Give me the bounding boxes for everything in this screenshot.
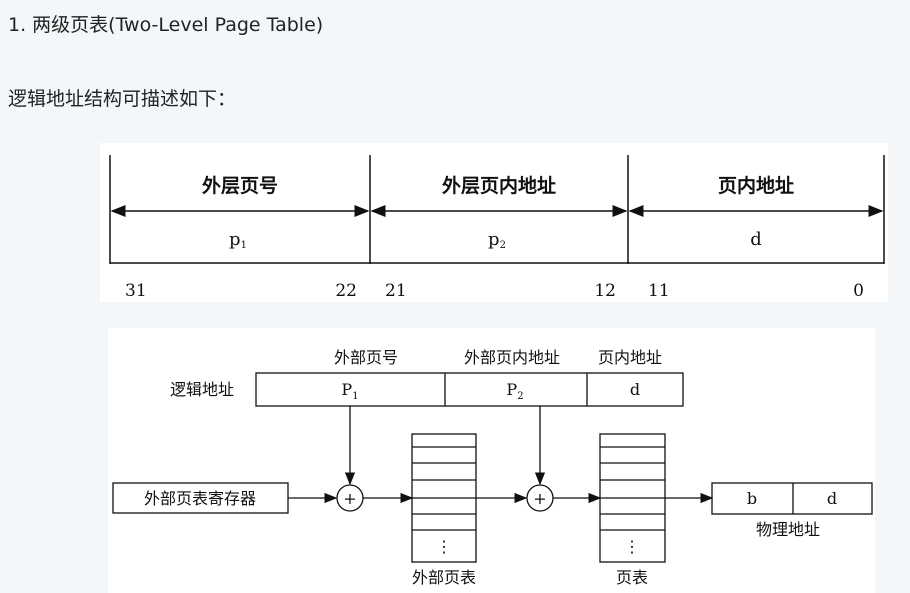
outer-page-table-register: 外部页表寄存器 — [144, 489, 256, 508]
field-label-outer-page: 外层页号 — [202, 174, 278, 197]
bit-12: 12 — [594, 281, 616, 301]
physical-address-label: 物理地址 — [756, 520, 820, 539]
adder-1: + — [343, 489, 356, 508]
label-page-offset: 页内地址 — [598, 348, 662, 367]
page-table-ellipsis: ⋮ — [624, 537, 640, 556]
bit-31: 31 — [125, 281, 147, 301]
bit-22: 22 — [335, 281, 357, 301]
label-outer-page-offset: 外部页内地址 — [464, 348, 560, 367]
field-symbol-p2: p — [488, 229, 500, 250]
field-sub: 1 — [352, 391, 358, 402]
svg-text:p1: p1 — [229, 229, 247, 251]
field-sub: 2 — [517, 391, 523, 402]
field-symbol-d: d — [750, 229, 762, 250]
translation-diagram: 外部页号 外部页内地址 页内地址 逻辑地址 — [108, 328, 875, 593]
bit-0: 0 — [853, 281, 864, 301]
label-outer-page-number: 外部页号 — [334, 348, 398, 367]
bit-11: 11 — [648, 281, 670, 301]
field-symbol-p1: p — [229, 229, 241, 250]
physical-frame-b: b — [747, 489, 757, 508]
section-heading: 1. 两级页表(Two-Level Page Table) — [8, 14, 324, 36]
field-sub: 2 — [500, 240, 506, 251]
svg-text:P2: P2 — [506, 380, 523, 402]
outer-table-ellipsis: ⋮ — [436, 537, 452, 556]
intro-text: 逻辑地址结构可描述如下： — [8, 88, 237, 110]
address-format-diagram: 外层页号 外层页内地址 页内地址 p1 p2 d 31 22 21 12 11 … — [100, 143, 888, 302]
field-label-outer-offset: 外层页内地址 — [442, 174, 556, 197]
field-sub: 1 — [241, 240, 247, 251]
field-label-offset: 页内地址 — [718, 174, 794, 197]
physical-offset-d: d — [827, 489, 837, 508]
label-logical-address: 逻辑地址 — [170, 380, 234, 399]
bit-21: 21 — [385, 281, 407, 301]
adder-2: + — [533, 489, 546, 508]
page-table-label: 页表 — [616, 568, 648, 587]
svg-text:P1: P1 — [341, 380, 358, 402]
logical-field-p1: P — [341, 380, 352, 399]
outer-page-table-label: 外部页表 — [412, 568, 476, 587]
logical-field-p2: P — [506, 380, 517, 399]
svg-text:p2: p2 — [488, 229, 506, 251]
logical-field-d: d — [630, 380, 640, 399]
